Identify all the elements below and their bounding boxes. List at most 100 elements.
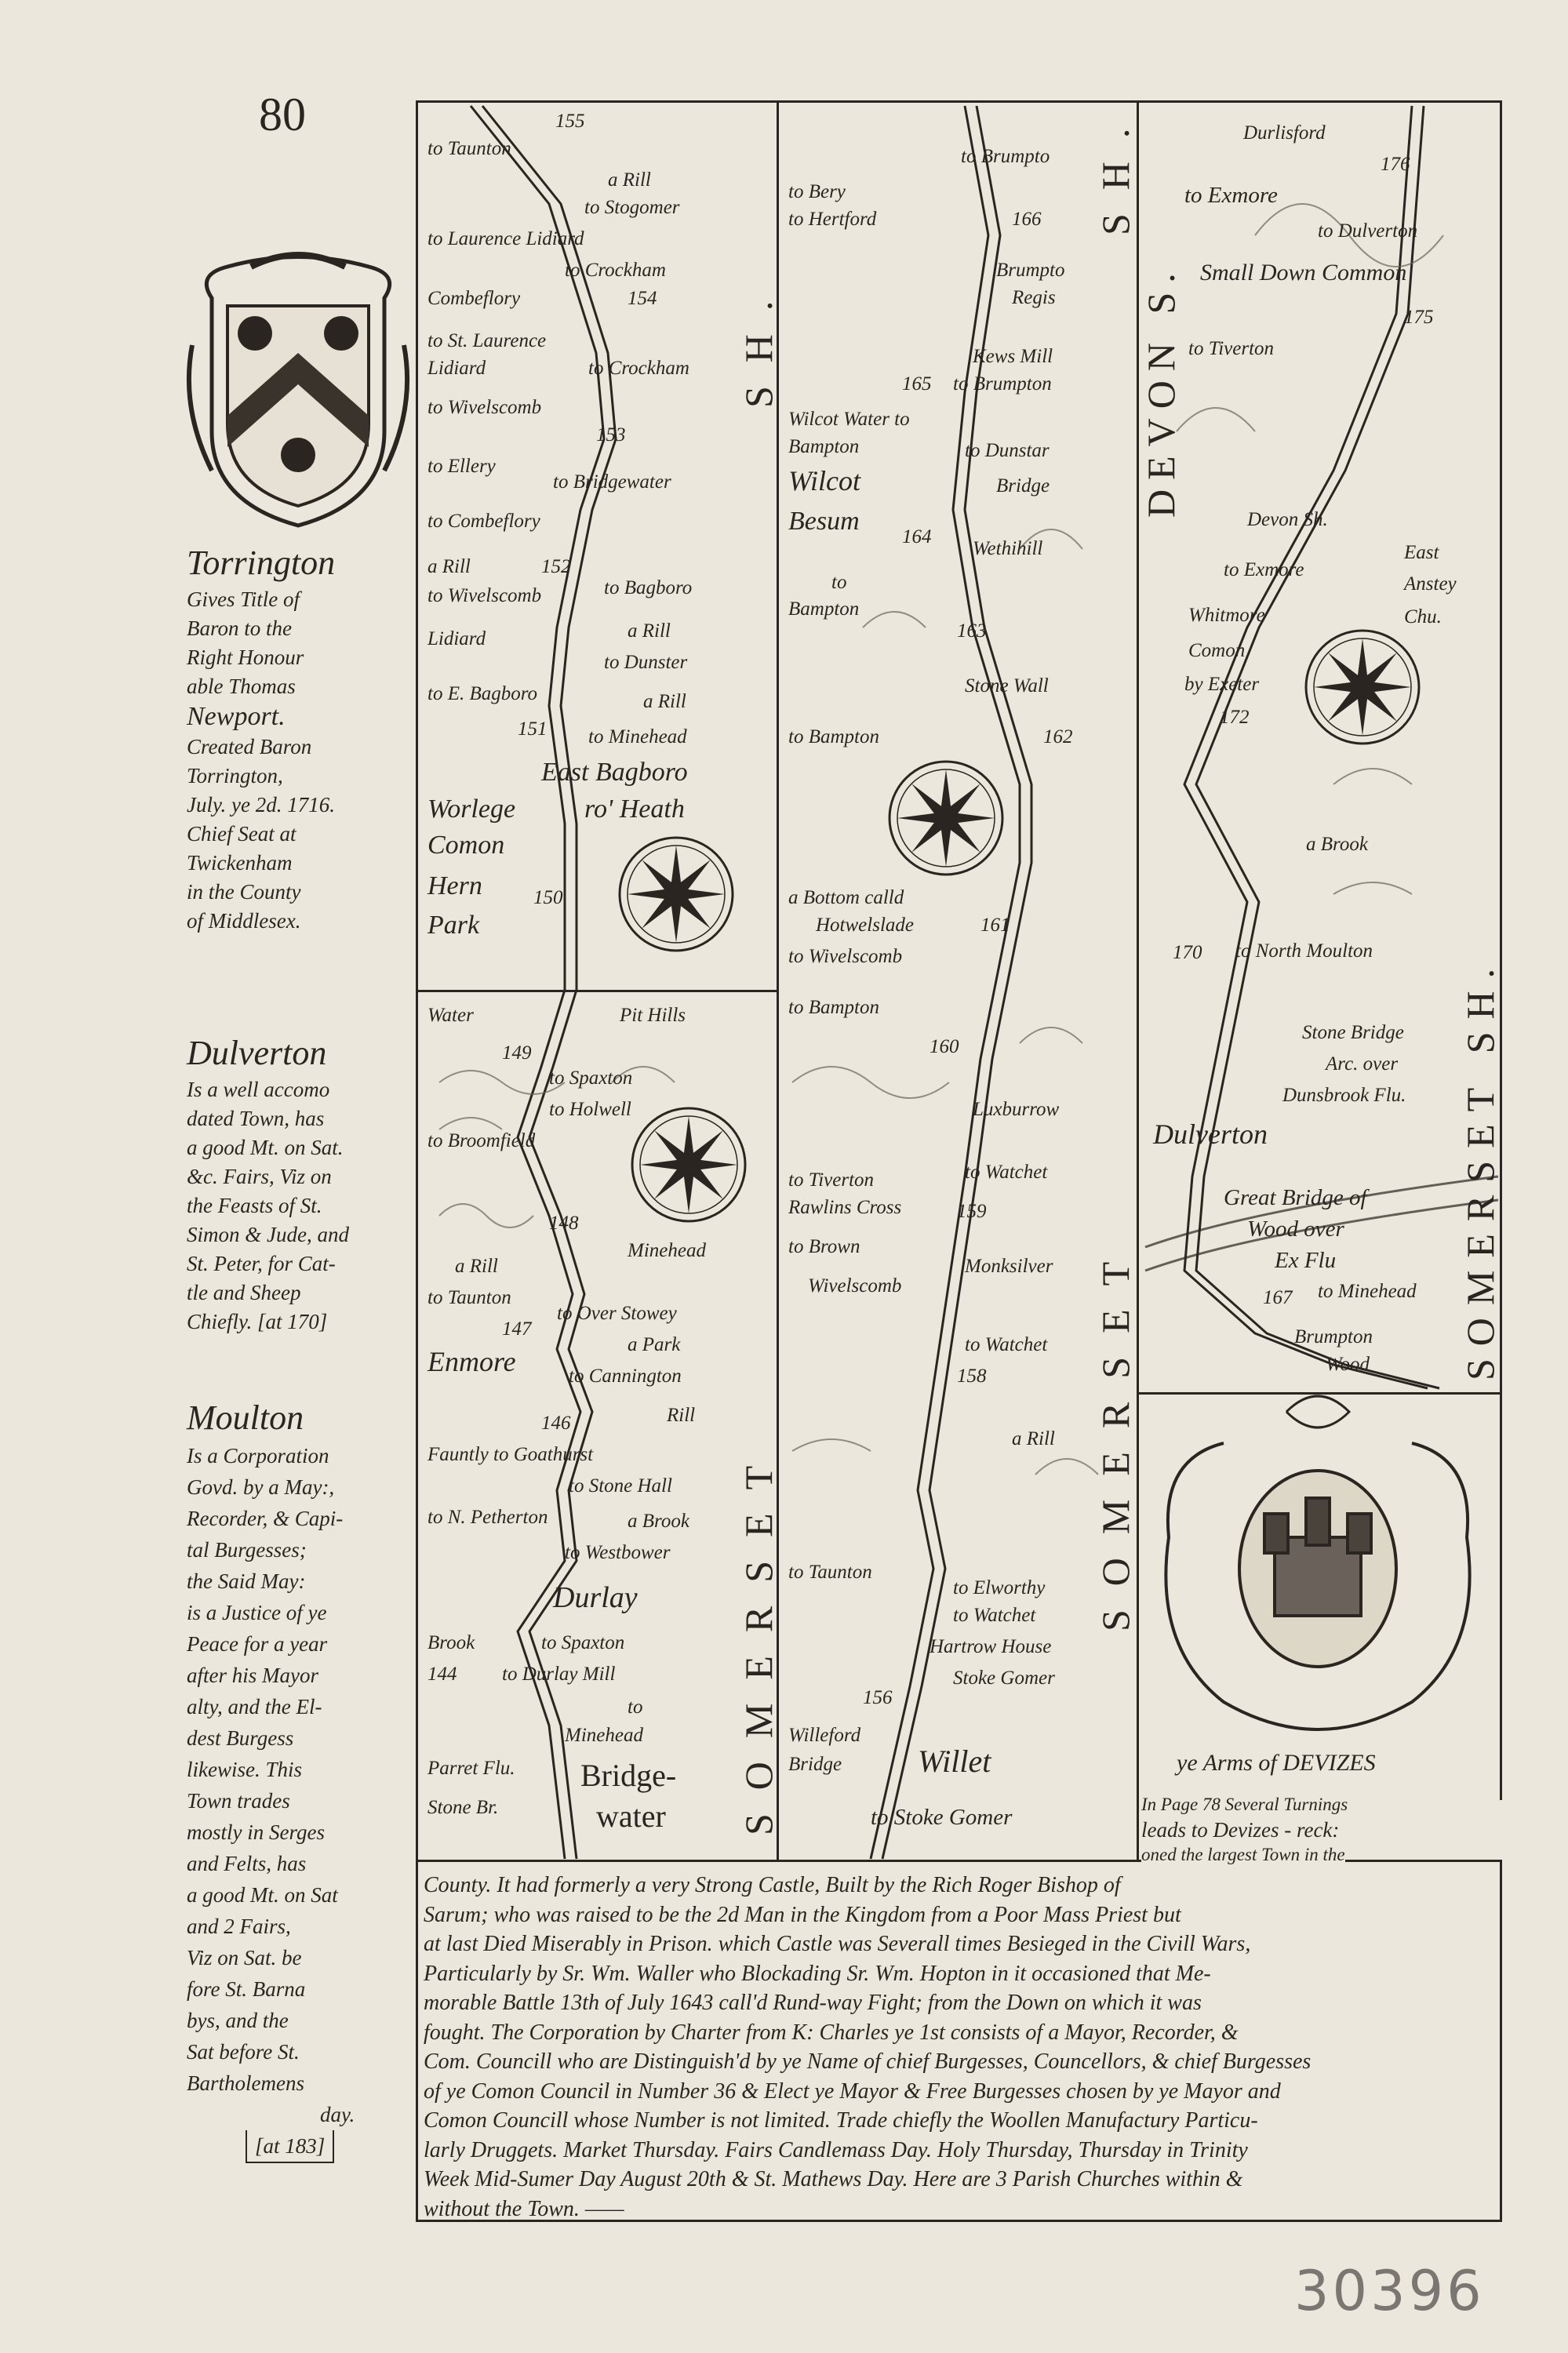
county-label-strip2-top: SH. [1093,104,1137,235]
road-label: to Minehead [588,726,687,747]
map-label: a Park [628,1334,681,1355]
road-label: to Stogomer [584,197,680,218]
place-label: Park [427,911,480,940]
map-label: Bridge [996,475,1050,496]
milestone: 175 [1404,307,1434,328]
road-label: to E. Bagboro [427,683,538,704]
town-label: Bridge- [580,1758,677,1793]
road-label: to Wivelscomb [788,946,903,967]
road-label: to Westbower [565,1542,671,1563]
place-label: Hern [427,871,482,900]
road-label: to Cannington [569,1366,682,1387]
road-label: to Dulverton [1318,220,1418,242]
milestone: 154 [628,288,657,309]
place-label: Willeford [788,1725,861,1746]
road-label: to Ellery [427,456,496,477]
river-label: Ex Flu [1275,1248,1337,1273]
road-label: to Watchet [965,1162,1048,1183]
map-label: a Rill [455,1256,498,1277]
place-label: Durlay [553,1581,638,1614]
road-label: to Spaxton [541,1632,625,1653]
place-label: East Bagboro [541,758,688,787]
road-label: to Brown [788,1236,860,1257]
milestone: 165 [902,373,932,395]
road-label: Fauntly to Goathurst [427,1444,594,1465]
road-label: to Hertford [788,209,877,230]
county-label-strip1-top: SH. [737,277,780,408]
road-label: to Stone Hall [569,1475,672,1497]
cartouche-panel [1137,1392,1502,1800]
map-label: Stone Wall [965,675,1049,696]
place-label: Worlege [427,795,516,824]
road-label: by Exeter [1184,674,1260,695]
place-label: Willet [918,1744,991,1779]
milestone: 167 [1263,1287,1293,1308]
road-label: Wivelscomb [808,1275,902,1297]
place-label: Anstey [1404,573,1457,595]
road-label: to Wivelscomb [427,397,542,418]
map-label: Dunsbrook Flu. [1282,1085,1406,1106]
compass-rose-1 [618,836,734,952]
milestone: 162 [1043,726,1073,747]
page-number: 80 [259,89,306,140]
road-label: to Broomfield [427,1130,536,1151]
place-label: Brumpton [1294,1326,1373,1347]
place-label: Wilcot Water to [788,409,910,430]
road-label: to Bridgewater [553,471,671,493]
map-label: a Rill [1012,1428,1055,1449]
road-label: to Minehead [1318,1281,1417,1302]
road-label: to Laurence Lidiard [427,228,584,249]
town-label: water [596,1798,666,1834]
road-label: to Exmore [1224,559,1304,580]
map-label: a Rill [427,556,471,577]
road-label: to Stoke Gomer [871,1805,1013,1830]
map-label: a Bottom calld [788,887,904,908]
map-label: Arc. over [1326,1053,1399,1075]
place-label: Luxburrow [973,1099,1060,1120]
road-label: to Elworthy [953,1577,1046,1598]
road-label: to Bery [788,181,846,202]
map-label: a Brook [1306,834,1368,855]
place-label: Comon [1188,640,1246,661]
map-label: Great Bridge of [1224,1185,1367,1210]
road-label: to Taunton [427,138,511,159]
county-label-strip3: SOMERSET SH. [1458,955,1502,1380]
map-label: a Rill [608,169,651,191]
map-label: Rill [667,1405,696,1426]
milestone: 159 [957,1201,987,1222]
milestone: 150 [533,887,563,908]
town-label: Dulverton [1153,1118,1268,1150]
text-panel [416,1860,1502,2222]
place-label: Durlisford [1243,122,1326,144]
road-label: to Watchet [953,1605,1036,1626]
place-label: Wood [1326,1354,1370,1375]
map-label: Wood over [1247,1217,1344,1242]
place-label: Stoke Gomer [953,1667,1055,1689]
map-label: Lidiard [427,358,486,379]
road-label: to Dunstar [965,440,1050,461]
road-label: to Exmore [1184,183,1278,208]
road-strip-2 [869,105,1021,1860]
devizes-description: County. It had formerly a very Strong Ca… [424,1873,1312,2221]
place-label: Hartrow House [930,1636,1052,1657]
place-label: Regis [1012,287,1056,308]
place-label: Besum [788,507,860,536]
devizes-arms [1164,1395,1472,1731]
place-label: Kews Mill [973,346,1053,367]
milestone: 170 [1173,942,1202,963]
road-label: Bampton [788,436,860,457]
place-label: Bridge [788,1754,842,1775]
road-label: to Bampton [788,997,879,1018]
road-label: to Combeflory [427,511,540,532]
milestone: 147 [502,1318,532,1340]
place-label: ro' Heath [584,795,685,824]
map-label: Combeflory [427,288,521,309]
milestone: 146 [541,1413,571,1434]
map-label: Hotwelslade [816,915,914,936]
road-label: to Tiverton [1188,338,1275,359]
milestone: 166 [1012,209,1042,230]
road-label: to Brumpton [953,373,1052,395]
road-label: Bampton [788,598,860,620]
